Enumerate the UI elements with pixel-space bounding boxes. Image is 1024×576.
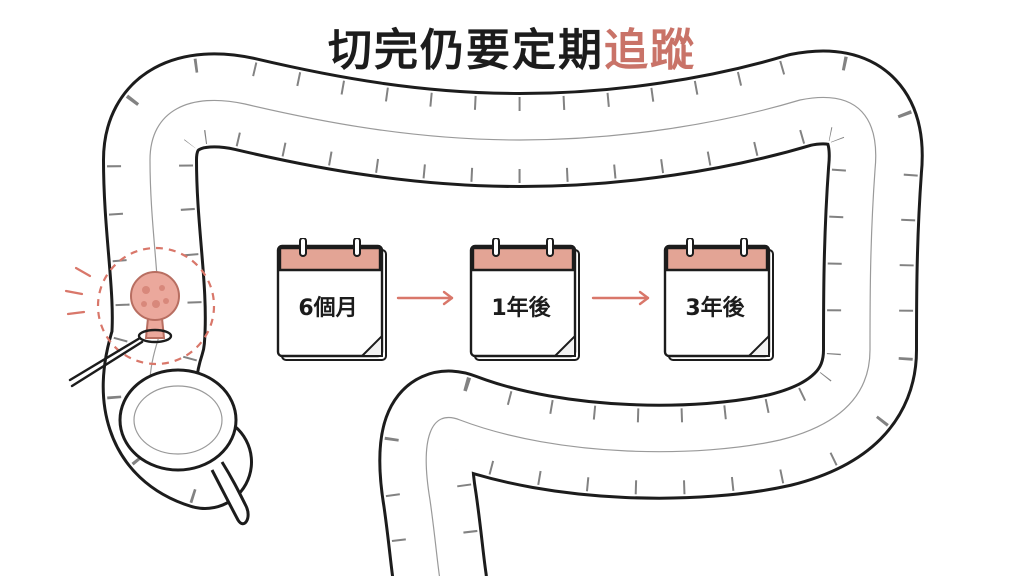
arrow-right-icon bbox=[396, 290, 454, 306]
calendar-icon bbox=[276, 238, 387, 361]
polyp-icon bbox=[130, 271, 180, 339]
polyp-marker bbox=[64, 246, 216, 388]
calendar-icon bbox=[663, 238, 774, 361]
page-title: 切完仍要定期追蹤 bbox=[0, 14, 1024, 78]
calendar-label: 1年後 bbox=[491, 296, 551, 321]
calendar-label: 6個月 bbox=[298, 296, 358, 321]
highlight-rays bbox=[64, 266, 92, 316]
arrow-right-icon bbox=[591, 290, 650, 306]
calendar-icon bbox=[469, 238, 580, 361]
calendar-6-months: 6個月 bbox=[276, 238, 392, 366]
snare-icon bbox=[68, 328, 173, 388]
calendar-1-year: 1年後 bbox=[469, 238, 585, 366]
title-main: 切完仍要定期 bbox=[328, 25, 604, 76]
calendar-label: 3年後 bbox=[685, 296, 745, 321]
calendar-3-years: 3年後 bbox=[663, 238, 779, 366]
title-highlight: 追蹤 bbox=[604, 25, 696, 76]
